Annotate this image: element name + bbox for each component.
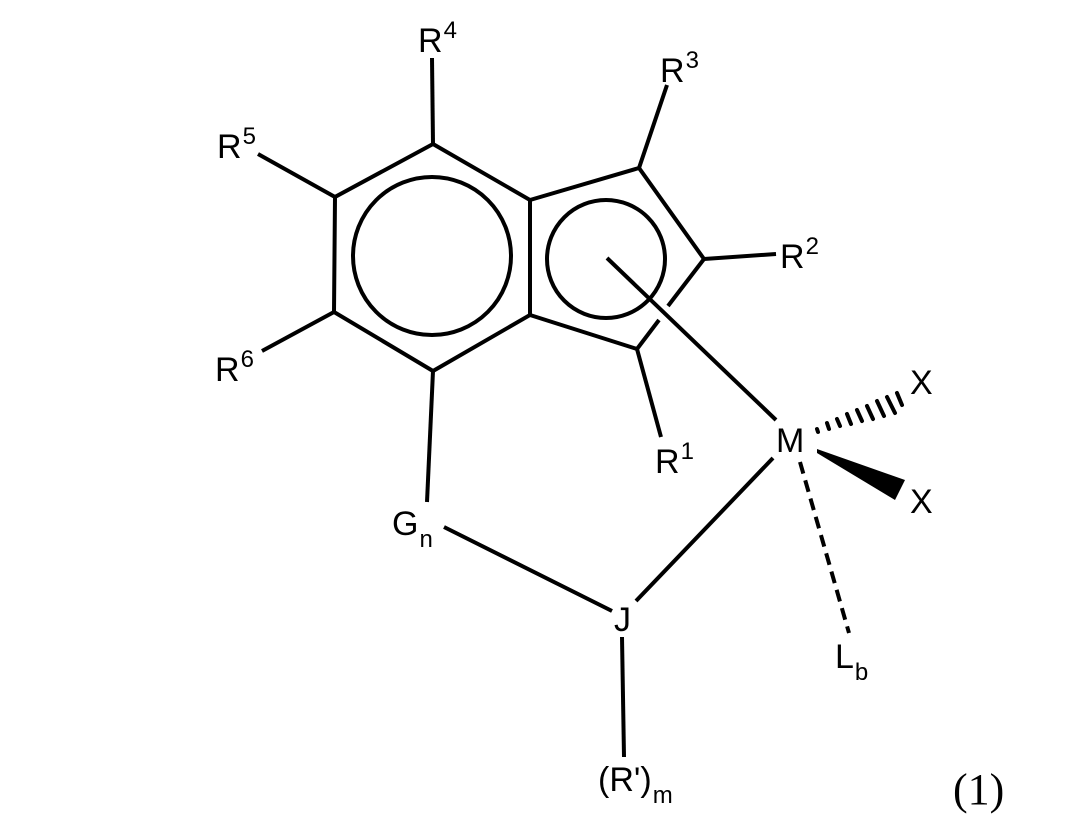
label-M: M xyxy=(776,422,805,460)
hashed-wedge-bond-X xyxy=(815,391,904,434)
five-ring-bonds xyxy=(529,165,706,261)
label-R3: R3 xyxy=(660,47,699,90)
bond-R5 xyxy=(257,152,336,199)
dashed-bond-Lb xyxy=(798,461,851,634)
label-R6: R6 xyxy=(215,346,254,389)
label-Rprime-m: (R')m xyxy=(598,761,673,809)
cyclopentadienyl-aromatic-circle xyxy=(545,198,667,320)
five-ring-bond-segment xyxy=(666,257,706,308)
bond-ring-Gn xyxy=(425,370,435,503)
label-J: J xyxy=(614,601,631,639)
label-Gn: Gn xyxy=(392,505,433,553)
label-R2: R2 xyxy=(780,233,819,276)
label-X-wedge: X xyxy=(910,483,933,521)
solid-wedge-bond-X xyxy=(817,449,905,500)
bond-J-M xyxy=(634,456,775,603)
bond-R3 xyxy=(637,84,669,169)
label-X-hashed: X xyxy=(910,364,933,402)
bond-R2 xyxy=(703,252,777,261)
label-Lb: Lb xyxy=(835,638,869,686)
equation-number: (1) xyxy=(953,765,1005,814)
benzene-aromatic-circle xyxy=(351,175,513,337)
label-R4: R4 xyxy=(418,17,457,60)
label-R5: R5 xyxy=(217,123,256,166)
five-ring-bond-segment xyxy=(635,318,661,351)
label-R1: R1 xyxy=(655,438,694,481)
bond-J-Rprime xyxy=(620,636,626,758)
bond-R6 xyxy=(261,310,335,353)
bond-R1 xyxy=(635,348,663,438)
bond-Gn-J xyxy=(443,525,613,613)
bond-centroid-M xyxy=(605,256,778,422)
five-ring-bonds-lower xyxy=(529,313,638,351)
bond-R4 xyxy=(430,57,435,145)
